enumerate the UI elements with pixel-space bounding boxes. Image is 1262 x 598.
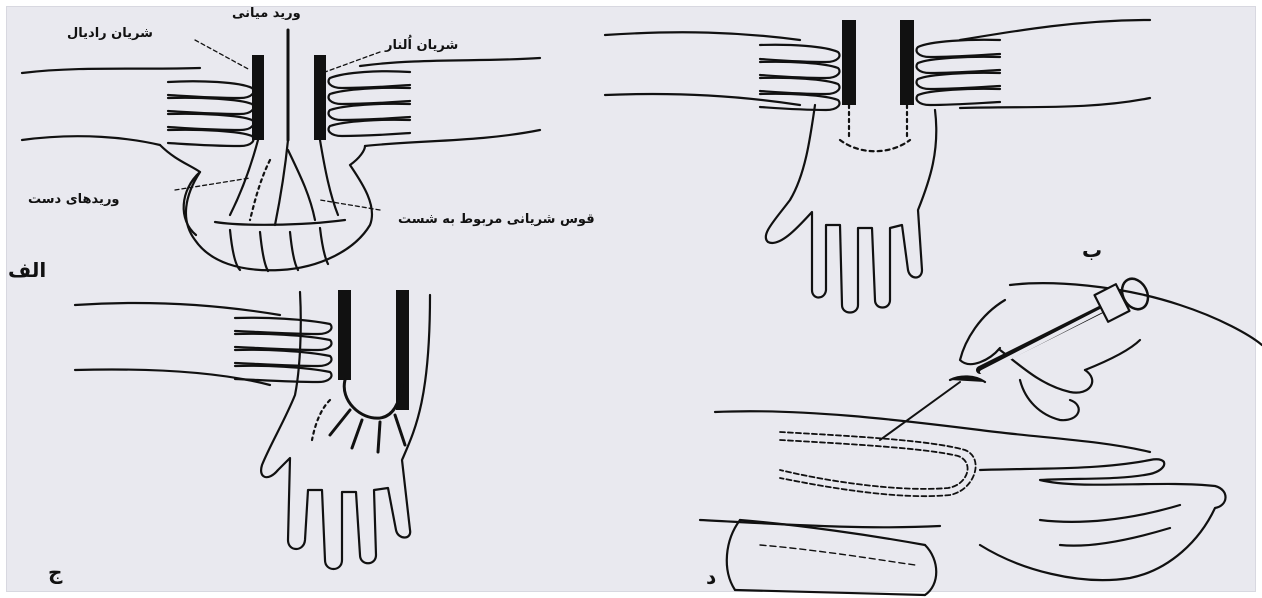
panel-c-drawing bbox=[75, 290, 430, 569]
label-radial-artery: شریان رادیال bbox=[67, 26, 153, 41]
label-ulnar-artery: شریان اُلنار bbox=[385, 38, 458, 53]
panel-b-drawing bbox=[605, 20, 1150, 313]
panel-label-c: ج bbox=[48, 560, 62, 584]
panel-label-d: د bbox=[706, 565, 716, 589]
label-palmar-arch: قوس شریانی مربوط به شست bbox=[398, 212, 595, 227]
panel-label-a: الف bbox=[8, 258, 46, 282]
label-hand-veins: وریدهای دست bbox=[28, 192, 120, 207]
label-median-vein: ورید میانی bbox=[232, 6, 301, 21]
panel-a-drawing bbox=[22, 30, 540, 271]
panel-d-drawing bbox=[700, 274, 1262, 595]
panel-label-b: ب bbox=[1082, 238, 1102, 262]
